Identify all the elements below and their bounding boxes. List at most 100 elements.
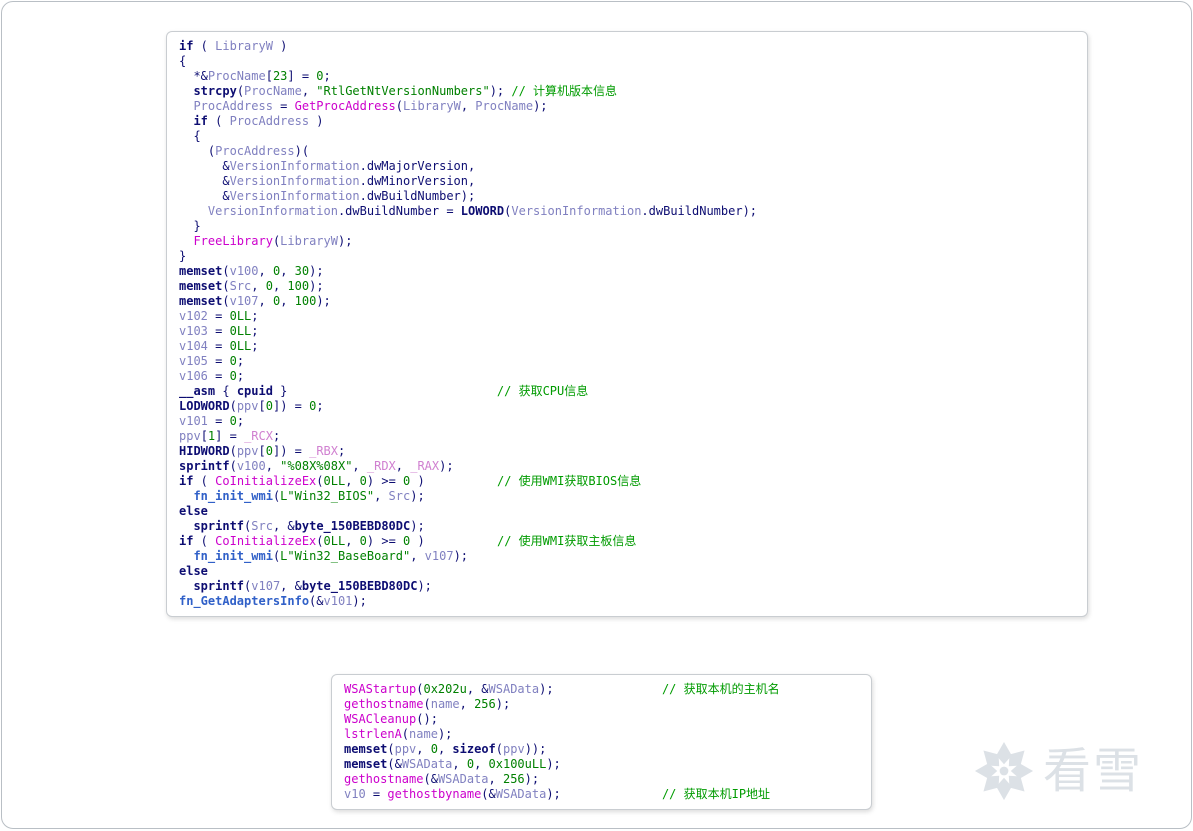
code-token-plain: );	[316, 294, 331, 308]
code-token-plain: (	[401, 727, 410, 741]
code-token-library: HIDWORD	[179, 444, 230, 458]
code-token-plain: , &	[466, 682, 489, 696]
pseudocode-panel-version-info: if ( LibraryW ){ *&ProcName[23] = 0; str…	[166, 31, 1088, 617]
code-token-number: 256	[502, 772, 525, 786]
code-token-variable: WSAData	[488, 682, 540, 696]
code-token-number: 30	[294, 264, 310, 278]
code-token-variable: v104	[179, 339, 208, 353]
code-token-function: fn_init_wmi	[193, 489, 273, 503]
code-token-plain: =	[207, 309, 230, 323]
snowflake-icon	[974, 741, 1034, 801]
code-line: &VersionInformation.dwBuildNumber);	[179, 189, 1075, 204]
code-token-number: 0	[272, 294, 281, 308]
code-token-plain: ,	[280, 264, 295, 278]
code-token-import: GetProcAddress	[294, 99, 396, 113]
code-token-variable: v100	[236, 459, 266, 473]
code-token-number: 0LL	[229, 339, 252, 353]
code-token-number: 0LL	[229, 324, 252, 338]
code-token-number: 0	[430, 742, 438, 756]
code-line: fn_GetAdaptersInfo(&v101);	[179, 594, 1075, 609]
code-line: HIDWORD(ppv[0]) = _RBX;	[179, 444, 1075, 459]
code-token-number: 0	[359, 534, 367, 548]
code-token-plain: ,	[251, 279, 266, 293]
code-token-number: 0LL	[323, 474, 346, 488]
code-token-plain	[179, 114, 193, 128]
code-token-plain	[179, 579, 193, 593]
code-token-plain: &	[179, 189, 230, 203]
code-token-plain: );	[533, 99, 548, 113]
code-token-plain: ,	[459, 697, 475, 711]
code-token-library: memset	[179, 294, 223, 308]
code-token-plain: (	[179, 144, 216, 158]
code-token-plain: (	[387, 742, 395, 756]
code-token-variable: ppv	[394, 742, 417, 756]
code-token-plain: (	[236, 84, 245, 98]
code-token-pad	[287, 384, 497, 398]
code-token-plain: );	[309, 279, 324, 293]
code-token-import: WSAStartup	[344, 682, 417, 696]
code-token-plain: );	[489, 84, 512, 98]
code-line: ProcAddress = GetProcAddress(LibraryW, P…	[179, 99, 1075, 114]
code-line: if ( CoInitializeEx(0LL, 0) >= 0 ) // 使用…	[179, 474, 1075, 489]
code-token-plain: .dwBuildNumber);	[641, 204, 758, 218]
code-token-number: 0	[229, 354, 237, 368]
code-token-plain: );	[439, 459, 454, 473]
code-token-keyword: if	[193, 114, 208, 128]
code-token-number: 0	[466, 757, 475, 771]
code-token-pad	[561, 787, 662, 801]
code-token-variable: v107	[229, 294, 259, 308]
code-token-plain: )	[309, 114, 324, 128]
code-token-plain: , &	[280, 579, 302, 593]
code-token-library: memset	[344, 742, 388, 756]
code-token-plain: ,	[395, 459, 411, 473]
code-token-plain: ;	[251, 324, 259, 338]
code-token-plain: (	[504, 204, 512, 218]
code-token-variable: ProcName	[244, 84, 302, 98]
code-token-number: 0	[316, 69, 324, 83]
code-token-string: L"Win32_BaseBoard"	[280, 549, 411, 563]
code-token-variable: Src	[251, 519, 273, 533]
code-token-plain: ) >=	[366, 534, 404, 548]
code-line: FreeLibrary(LibraryW);	[179, 234, 1075, 249]
code-token-plain: (	[244, 579, 252, 593]
code-token-plain: ]) =	[272, 444, 310, 458]
code-token-plain: , &	[272, 519, 295, 533]
code-token-plain: )	[410, 474, 425, 488]
code-token-plain: =	[207, 354, 230, 368]
code-token-plain: ,	[352, 459, 367, 473]
code-token-import: gethostname	[344, 697, 424, 711]
code-token-import: CoInitializeEx	[215, 534, 317, 548]
code-token-plain: (&	[309, 594, 324, 608]
code-token-number: 0	[403, 474, 411, 488]
code-token-plain: );	[417, 579, 432, 593]
code-token-plain: &	[179, 159, 230, 173]
code-line: memset(&WSAData, 0, 0x100uLL);	[344, 757, 859, 772]
code-line: memset(ppv, 0, sizeof(ppv));	[344, 742, 859, 757]
code-token-variable: ProcName	[207, 69, 266, 83]
code-token-variable: VersionInformation	[229, 189, 360, 203]
code-token-variable: v10	[344, 787, 366, 801]
code-token-library: sprintf	[179, 459, 230, 473]
code-token-variable: VersionInformation	[229, 174, 360, 188]
code-token-plain: (&	[387, 757, 402, 771]
code-token-plain: {	[179, 54, 187, 68]
code-token-string: "%08X%08X"	[280, 459, 353, 473]
code-token-variable: ppv	[236, 444, 259, 458]
code-token-plain: )(	[294, 144, 310, 158]
code-line: v101 = 0;	[179, 414, 1075, 429]
code-token-plain: [	[200, 429, 208, 443]
code-token-plain: (&	[423, 772, 438, 786]
code-line: }	[179, 249, 1075, 264]
code-token-plain: (	[229, 459, 237, 473]
code-token-import: gethostname	[344, 772, 424, 786]
code-token-number: 0LL	[323, 534, 346, 548]
code-token-plain: [	[265, 69, 273, 83]
code-token-variable: v102	[179, 309, 208, 323]
code-token-plain: (&	[481, 787, 496, 801]
code-token-plain: (	[207, 114, 230, 128]
code-token-library: cpuid	[236, 384, 273, 398]
code-token-variable: LibraryW	[215, 39, 273, 53]
code-token-plain	[179, 519, 193, 533]
code-line: v102 = 0LL;	[179, 309, 1075, 324]
code-token-number: 0	[229, 414, 237, 428]
